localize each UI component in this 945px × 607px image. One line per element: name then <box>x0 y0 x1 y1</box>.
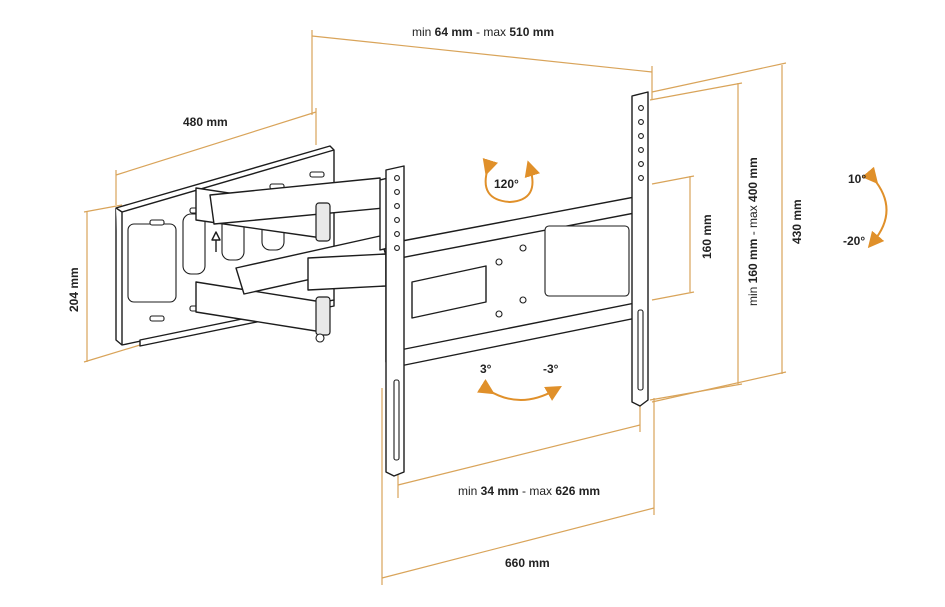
label-tilt-up: 10° <box>848 172 866 186</box>
label-430: 430 mm <box>790 199 804 244</box>
label-rotate-right: -3° <box>543 362 559 376</box>
swivel-arrow <box>482 157 541 204</box>
label-depth-range: min 64 mm - max 510 mm <box>412 25 554 39</box>
label-160: 160 mm <box>700 214 714 259</box>
tilt-arrow <box>861 166 888 249</box>
tv-bracket <box>385 91 649 477</box>
dimension-labels: min 64 mm - max 510 mm 480 mm 204 mm 160… <box>67 25 866 570</box>
rotation-arrow <box>476 378 562 401</box>
label-204: 204 mm <box>67 267 81 312</box>
label-vesa-vertical: min 160 mm - max 400 mm <box>746 157 760 306</box>
label-extension-range: min 34 mm - max 626 mm <box>458 484 600 498</box>
label-tilt-down: -20° <box>843 234 865 248</box>
label-480: 480 mm <box>183 115 228 129</box>
label-660: 660 mm <box>505 556 550 570</box>
label-rotate-left: 3° <box>480 362 492 376</box>
motion-arrows <box>476 157 888 401</box>
label-swivel: 120° <box>494 177 519 191</box>
dimension-lines <box>83 30 787 585</box>
